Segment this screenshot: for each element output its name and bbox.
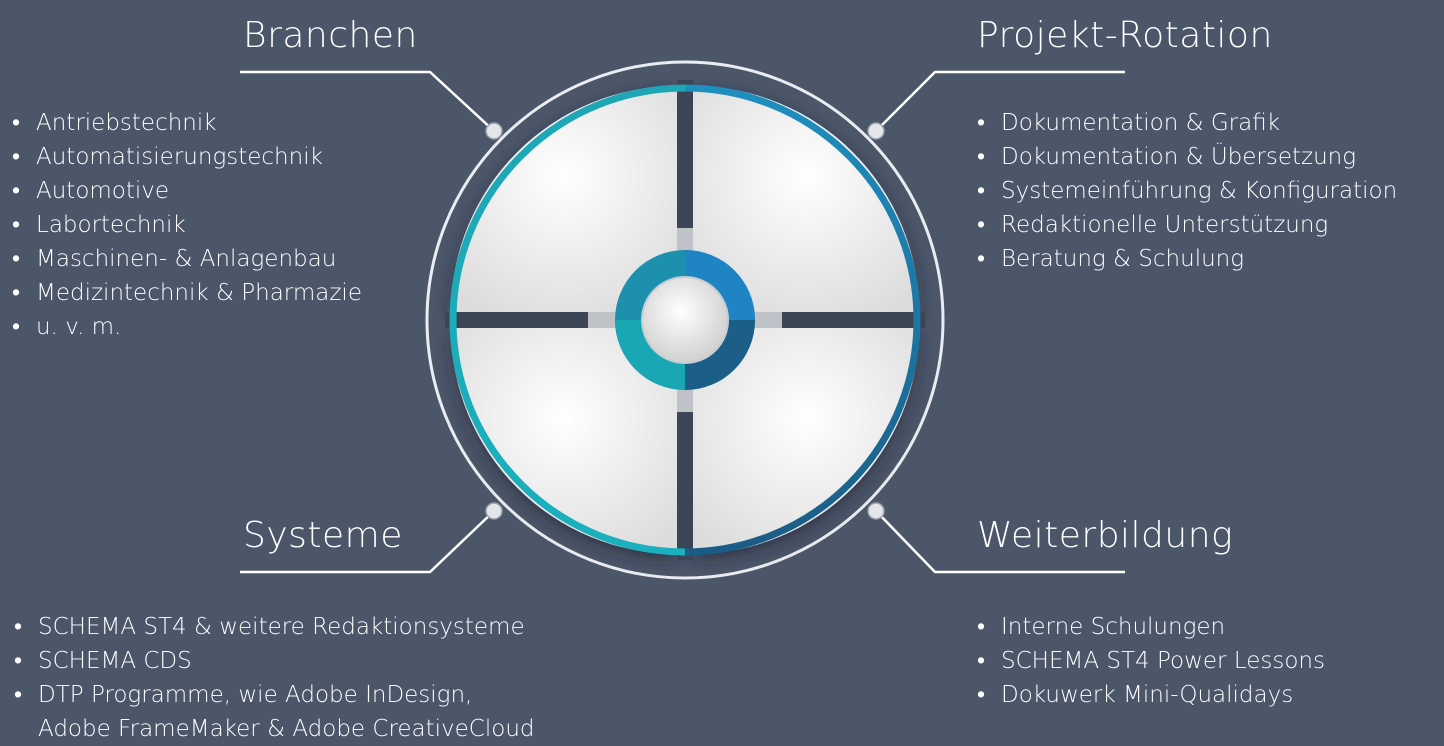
quadrant-top-right — [693, 86, 919, 312]
list-item: SCHEMA ST4 Power Lessons — [975, 644, 1325, 678]
list-item: Redaktionelle Unterstützung — [975, 208, 1397, 242]
dot-projekt — [867, 122, 885, 140]
ring-left-half — [449, 84, 686, 556]
list-item: Medizintechnik & Pharmazie — [10, 276, 362, 310]
list-item: SCHEMA CDS — [12, 644, 535, 678]
list-weiterbildung: Interne Schulungen SCHEMA ST4 Power Less… — [975, 610, 1325, 712]
list-item: SCHEMA ST4 & weitere Redaktionsysteme — [12, 610, 535, 644]
list-item: Interne Schulungen — [975, 610, 1325, 644]
list-item-line: DTP Programme, wie Adobe InDesign, — [38, 682, 473, 708]
list-item: Systemeinführung & Konfiguration — [975, 174, 1397, 208]
connector-dots — [485, 122, 885, 520]
list-item: u. v. m. — [10, 310, 362, 344]
section-title-projekt-rotation: Projekt-Rotation — [977, 15, 1273, 56]
list-item: Maschinen- & Anlagenbau — [10, 242, 362, 276]
quadrant-bottom-left — [451, 328, 677, 554]
list-item-continuation: Adobe FrameMaker & Adobe CreativeCloud — [38, 716, 535, 742]
list-item: Dokumentation & Übersetzung — [975, 140, 1397, 174]
list-item: DTP Programme, wie Adobe InDesign, Adobe … — [12, 678, 535, 746]
connector-weiter — [875, 510, 1125, 574]
dot-branchen — [485, 122, 503, 140]
dot-systeme — [485, 502, 503, 520]
quadrant-group — [451, 86, 919, 554]
dot-weiter — [867, 502, 885, 520]
list-item: Automotive — [10, 174, 362, 208]
outer-ring — [425, 60, 945, 580]
section-title-branchen: Branchen — [243, 15, 418, 56]
hub-center — [641, 276, 729, 364]
connector-lines — [240, 70, 1125, 574]
list-item: Dokuwerk Mini-Qualidays — [975, 678, 1325, 712]
list-projekt-rotation: Dokumentation & Grafik Dokumentation & Ü… — [975, 106, 1397, 276]
list-item: Automatisierungstechnik — [10, 140, 362, 174]
section-title-weiterbildung: Weiterbildung — [977, 515, 1234, 556]
section-title-systeme: Systeme — [243, 515, 403, 556]
connector-projekt — [875, 70, 1125, 132]
list-item: Labortechnik — [10, 208, 362, 242]
connector-systeme — [240, 510, 495, 574]
list-item: Beratung & Schulung — [975, 242, 1397, 276]
quadrant-bottom-right — [693, 328, 919, 554]
quadrant-top-left — [451, 86, 677, 312]
list-item: Antriebstechnik — [10, 106, 362, 140]
ring-right-half — [684, 84, 921, 556]
list-item: Dokumentation & Grafik — [975, 106, 1397, 140]
connector-branchen — [240, 70, 495, 132]
list-systeme: SCHEMA ST4 & weitere Redaktionsysteme SC… — [12, 610, 535, 746]
list-branchen: Antriebstechnik Automatisierungstechnik … — [10, 106, 362, 344]
